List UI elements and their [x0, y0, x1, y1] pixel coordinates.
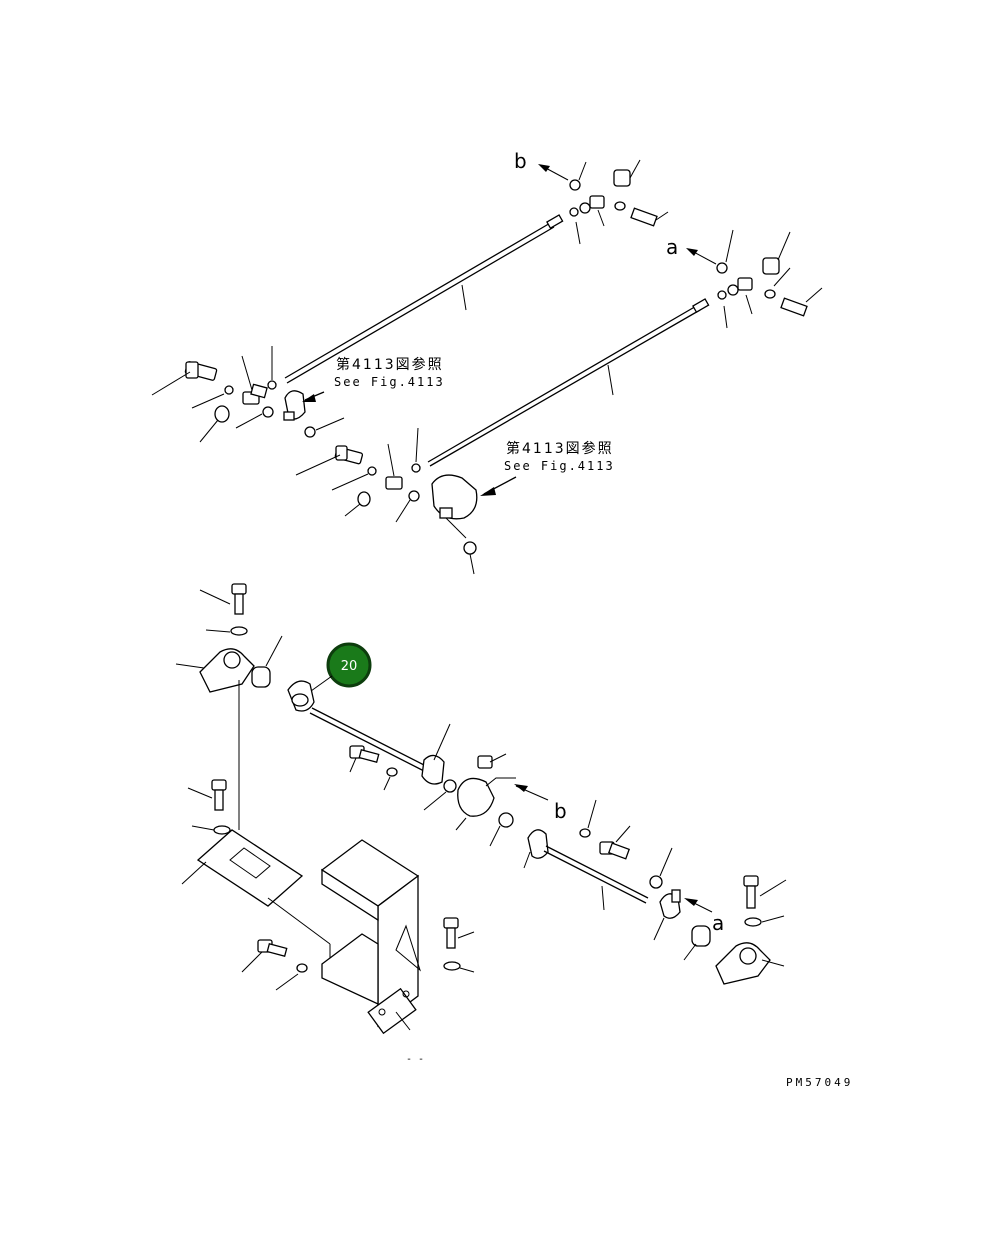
ref-label-b-bottom: b — [554, 799, 567, 823]
middle-hardware — [349, 745, 516, 847]
note-fig-4113-upper: 第4113図参照 See Fig.4113 — [334, 356, 445, 389]
ref-arrow-b-top: b — [514, 149, 569, 181]
main-bracket: - - — [320, 839, 424, 1065]
svg-text:- -: - - — [406, 1054, 424, 1065]
drawing-id: PM57049 — [786, 1076, 853, 1089]
shaft-assembly — [523, 799, 681, 941]
lower-assembly: 20 — [175, 583, 787, 1065]
note-1-en: See Fig.4113 — [334, 375, 445, 389]
rod-2-left-hardware — [295, 427, 517, 575]
upper-rod-assembly: b a — [151, 149, 823, 575]
ref-label-a-bottom: a — [712, 911, 724, 935]
note-2-en: See Fig.4113 — [504, 459, 615, 473]
callout-20[interactable]: 20 — [303, 642, 372, 697]
lower-bolts — [241, 917, 475, 991]
note-1-jp: 第4113図参照 — [336, 356, 444, 373]
left-bearing-unit — [175, 583, 255, 830]
rod-1-end-hardware — [569, 159, 669, 245]
ref-label-a-top: a — [666, 235, 678, 259]
rod-1-left-hardware — [151, 346, 345, 443]
mounting-plate — [181, 779, 331, 964]
bushing — [251, 635, 283, 688]
rod-2-end-hardware — [716, 229, 823, 329]
upper-rod-1 — [284, 214, 564, 384]
ref-arrow-a-bottom: a — [684, 898, 724, 935]
ref-arrow-a-top: a — [666, 235, 717, 265]
note-2-jp: 第4113図参照 — [506, 440, 614, 457]
note-fig-4113-lower: 第4113図参照 See Fig.4113 — [504, 440, 615, 473]
ref-label-b-top: b — [514, 149, 527, 173]
right-bearing-unit — [683, 875, 787, 985]
ref-arrow-b-bottom: b — [514, 784, 567, 823]
lever-bracket — [287, 680, 451, 785]
upper-rod-2 — [427, 298, 710, 467]
callout-20-label: 20 — [341, 659, 358, 674]
